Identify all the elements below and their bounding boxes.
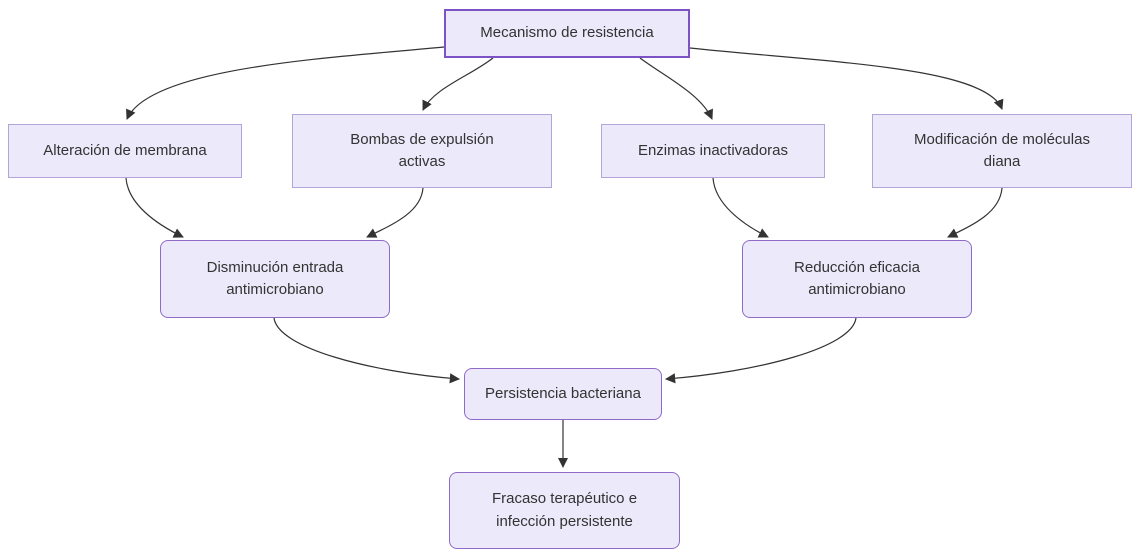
node-persistencia-bacteriana: Persistencia bacteriana [464, 368, 662, 420]
edge-modificacion-reduccion [947, 187, 1003, 238]
node-alteracion-de-membrana: Alteración de membrana [8, 124, 242, 178]
edge-root-bombas [422, 57, 494, 111]
node-mecanismo-de-resistencia: Mecanismo de resistencia [444, 9, 690, 58]
node-label: Mecanismo de resistencia [480, 24, 654, 42]
node-label: Modificación de moléculas diana [914, 130, 1090, 171]
edge-reduccion-persistencia [664, 317, 857, 384]
edge-alteracion-disminucion [125, 177, 184, 238]
node-disminucion-entrada-antimicrobiano: Disminución entrada antimicrobiano [160, 240, 390, 318]
node-bombas-de-expulsion-activas: Bombas de expulsión activas [292, 114, 552, 188]
node-enzimas-inactivadoras: Enzimas inactivadoras [601, 124, 825, 178]
edge-disminucion-persistencia [273, 317, 461, 384]
node-modificacion-de-moleculas-diana: Modificación de moléculas diana [872, 114, 1132, 188]
edge-root-modificacion [689, 47, 1004, 110]
edge-enzimas-reduccion [712, 177, 769, 238]
edge-root-enzimas [639, 57, 713, 120]
edge-root-alteracion [126, 46, 445, 120]
node-label: Reducción eficacia antimicrobiano [794, 258, 920, 299]
node-label: Alteración de membrana [43, 141, 207, 159]
node-fracaso-terapeutico-e-infeccion-persistente: Fracaso terapéutico e infección persiste… [449, 472, 680, 549]
node-label: Persistencia bacteriana [485, 384, 641, 402]
edge-bombas-disminucion [366, 187, 424, 238]
node-label: Disminución entrada antimicrobiano [206, 258, 344, 299]
node-reduccion-eficacia-antimicrobiano: Reducción eficacia antimicrobiano [742, 240, 972, 318]
node-label: Bombas de expulsión activas [350, 130, 494, 171]
node-label: Enzimas inactivadoras [637, 141, 789, 159]
node-label: Fracaso terapéutico e infección persiste… [491, 490, 638, 530]
